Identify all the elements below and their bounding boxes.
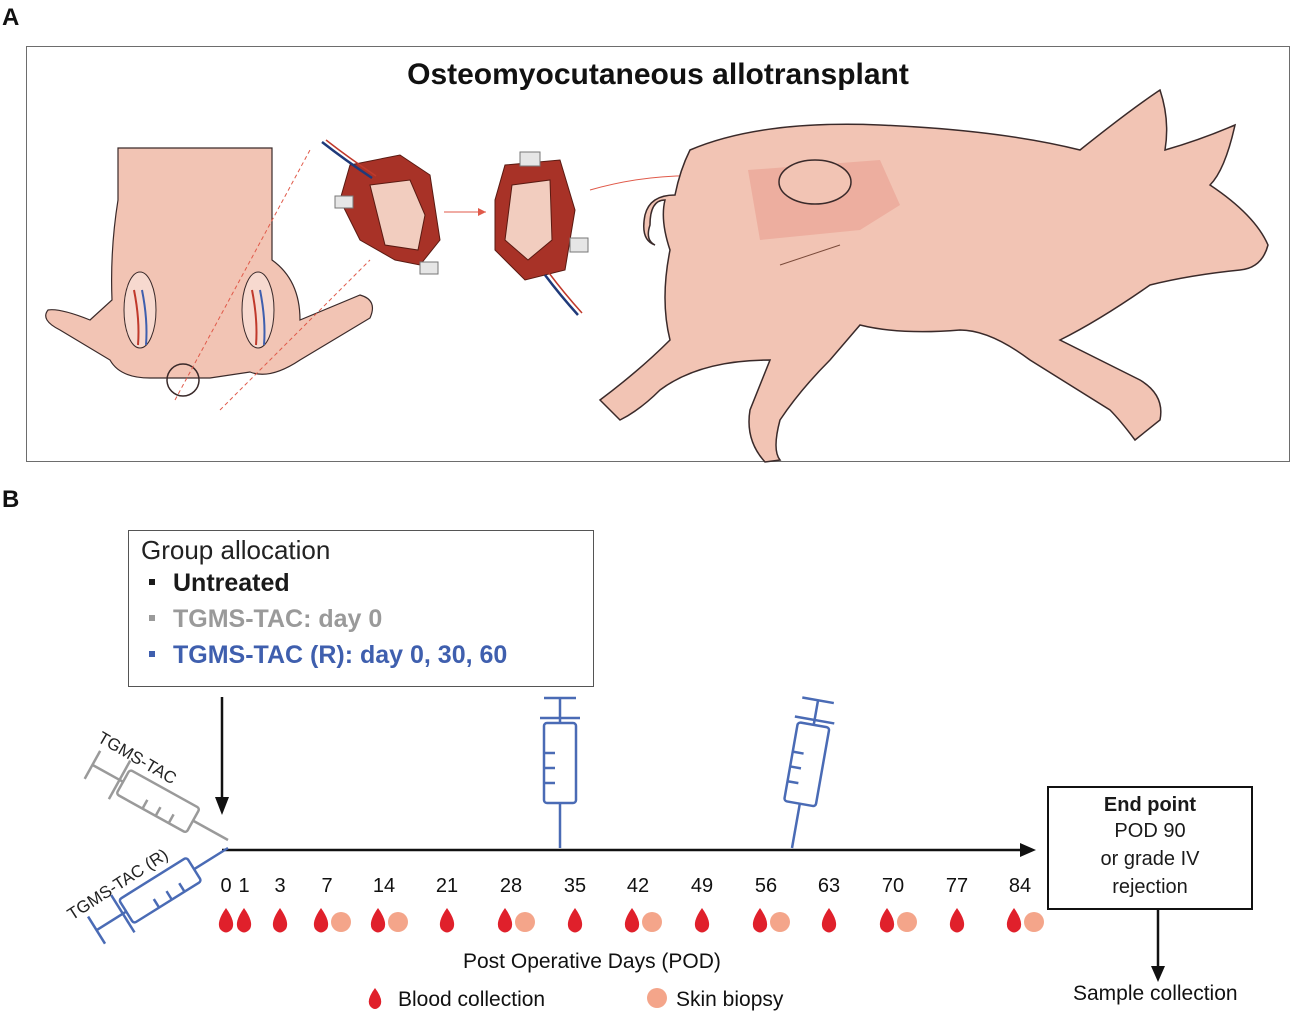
blood-drop-marker-day-3 (272, 908, 288, 933)
blood-drop-marker-day-63 (821, 908, 837, 933)
endpoint-line-2: or grade IV (1100, 848, 1200, 870)
syringe-gray-icon (83, 750, 229, 842)
day-label-63: 63 (817, 875, 841, 897)
graft-illustration-2 (494, 151, 589, 316)
endpoint-box: End point POD 90 or grade IV rejection (1047, 786, 1253, 910)
skin-biopsy-marker-day-56 (770, 912, 790, 932)
bullet-untreated (149, 579, 155, 586)
graft-illustration-1 (321, 139, 441, 275)
endpoint-title: End point (1103, 794, 1197, 816)
bullet-tgms-tac (149, 615, 155, 622)
day-label-0: 0 (220, 875, 232, 897)
group-tgms-tac-r-label: TGMS-TAC (R): day 0, 30, 60 (173, 641, 508, 669)
day-label-77: 77 (945, 875, 969, 897)
day-label-7: 7 (321, 875, 333, 897)
group-tgms-tac: TGMS-TAC: day 0 (149, 605, 382, 634)
skin-biopsy-marker-day-84 (1024, 912, 1044, 932)
day-label-49: 49 (690, 875, 714, 897)
blood-drop-marker-day-84 (1006, 908, 1022, 933)
blood-drop-marker-day-7 (313, 908, 329, 933)
panel-b-letter: B (2, 486, 20, 513)
panel-a-frame (26, 46, 1290, 462)
blood-drop-legend-icon (368, 988, 382, 1009)
group-untreated-label: Untreated (173, 569, 290, 597)
bullet-tgms-tac-r (149, 651, 155, 658)
recipient-pig-illustration (598, 88, 1269, 463)
donor-pig-hindquarters-illustration (45, 147, 373, 411)
blood-drop-marker-day-42 (624, 908, 640, 933)
day-label-42: 42 (626, 875, 650, 897)
day-label-3: 3 (274, 875, 286, 897)
day-label-84: 84 (1008, 875, 1032, 897)
day-label-28: 28 (499, 875, 523, 897)
blood-drop-marker-day-28 (497, 908, 513, 933)
blood-drop-marker-day-49 (694, 908, 710, 933)
syringe-blue-day60-icon (783, 696, 835, 849)
syringe-blue-icon (87, 846, 229, 945)
skin-biopsy-marker-day-70 (897, 912, 917, 932)
syringe-blue-day30-icon (540, 696, 580, 848)
skin-biopsy-marker-day-42 (642, 912, 662, 932)
skin-biopsy-marker-day-14 (388, 912, 408, 932)
panel-a-letter: A (2, 4, 20, 31)
blood-drop-marker-day-14 (370, 908, 386, 933)
blood-drop-marker-day-1 (236, 908, 252, 933)
blood-drop-marker-day-35 (567, 908, 583, 933)
day-label-70: 70 (881, 875, 905, 897)
skin-biopsy-legend-icon (647, 988, 667, 1008)
blood-drop-marker-day-56 (752, 908, 768, 933)
sample-collection-label: Sample collection (1073, 982, 1238, 1005)
group-untreated: Untreated (149, 569, 290, 598)
legend-skin-label: Skin biopsy (676, 988, 784, 1011)
skin-biopsy-marker-day-7 (331, 912, 351, 932)
skin-biopsy-marker-day-28 (515, 912, 535, 932)
day-label-35: 35 (563, 875, 587, 897)
legend-blood-label: Blood collection (398, 988, 546, 1011)
day-label-21: 21 (435, 875, 459, 897)
group-allocation-box: Group allocation Untreated TGMS-TAC: day… (128, 530, 594, 687)
group-tgms-tac-label: TGMS-TAC: day 0 (173, 605, 383, 633)
sample-markers (218, 908, 1044, 933)
endpoint-line-3: rejection (1112, 876, 1188, 898)
timeline-axis-label: Post Operative Days (POD) (463, 950, 721, 973)
panel-a-title: Osteomyocutaneous allotransplant (407, 58, 909, 91)
blood-drop-marker-day-21 (439, 908, 455, 933)
blood-drop-marker-day-77 (949, 908, 965, 933)
blood-drop-marker-day-70 (879, 908, 895, 933)
group-allocation-title: Group allocation (141, 535, 331, 565)
blood-drop-marker-day-0 (218, 908, 234, 933)
day-label-56: 56 (754, 875, 778, 897)
endpoint-line-1: POD 90 (1114, 820, 1186, 842)
group-tgms-tac-r: TGMS-TAC (R): day 0, 30, 60 (149, 641, 507, 670)
day-label-14: 14 (372, 875, 396, 897)
day-label-1: 1 (238, 875, 250, 897)
